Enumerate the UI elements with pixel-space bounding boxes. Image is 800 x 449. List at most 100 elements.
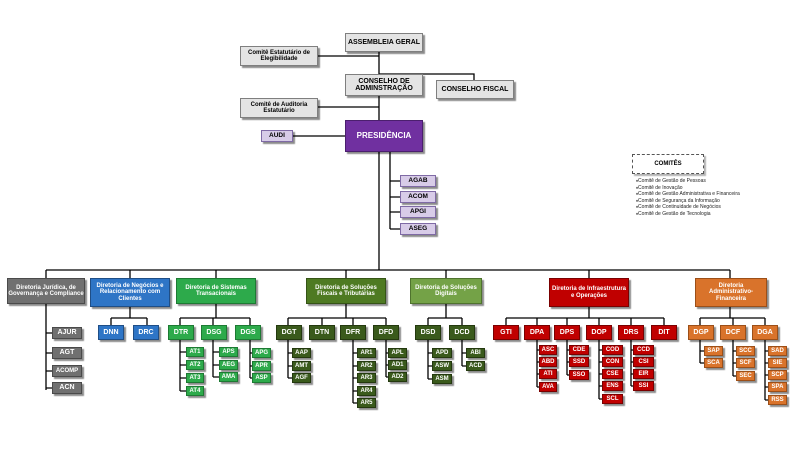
sub-cod[interactable]: COD	[602, 345, 623, 355]
sub-apd[interactable]: APD	[432, 348, 452, 358]
sub-abi[interactable]: ABI	[466, 348, 485, 358]
unit-agt[interactable]: AGT	[52, 347, 82, 359]
unit-dpa[interactable]: DPA	[524, 325, 550, 340]
unit-ajur[interactable]: AJUR	[52, 327, 82, 339]
unit-dtn[interactable]: DTN	[309, 325, 335, 340]
unit-dga[interactable]: DGA	[752, 325, 778, 340]
sub-cde[interactable]: CDE	[569, 345, 589, 355]
unit-dps[interactable]: DPS	[554, 325, 580, 340]
unit-dgt[interactable]: DGT	[276, 325, 302, 340]
sub-at3[interactable]: AT3	[186, 373, 204, 383]
connector-dpa	[536, 340, 539, 388]
connector-dps	[566, 340, 569, 376]
sub-asp[interactable]: ASP	[252, 373, 271, 383]
sub-ar1[interactable]: AR1	[357, 348, 376, 358]
unit-dfr[interactable]: DFR	[340, 325, 366, 340]
sub-sap[interactable]: SAP	[704, 346, 723, 356]
dir-fiscais[interactable]: Diretoria de Soluções Fiscais e Tributár…	[306, 278, 386, 304]
assembleia-geral[interactable]: ASSEMBLEIA GERAL	[345, 33, 423, 52]
unit-dfd[interactable]: DFD	[373, 325, 399, 340]
dir-infraestrutura[interactable]: Diretoria de Infraestrutura e Operações	[549, 278, 629, 307]
comite-elegibilidade[interactable]: Comitê Estatutário de Elegibilidade	[240, 46, 318, 66]
assessoria-acom[interactable]: ACOM	[400, 191, 436, 203]
sub-apr[interactable]: APR	[252, 361, 271, 371]
dir-sistemas[interactable]: Diretoria de Sistemas Transacionais	[176, 278, 256, 304]
sub-aeg[interactable]: AEG	[219, 360, 238, 370]
sub-sie[interactable]: SIE	[768, 358, 787, 368]
committees-list: Comitê de Gestão de Pessoas Comitê de In…	[636, 178, 756, 217]
sub-agf[interactable]: AGF	[292, 373, 311, 383]
assessoria-apgi[interactable]: APGI	[400, 206, 436, 218]
connector-sistemas	[179, 304, 251, 325]
dir-juridica[interactable]: Diretoria Jurídica, de Governança e Comp…	[7, 278, 85, 304]
sub-apg[interactable]: APG	[252, 348, 271, 358]
unit-acn[interactable]: ACN	[52, 382, 82, 394]
sub-ad1[interactable]: AD1	[388, 360, 407, 370]
sub-scf[interactable]: SCF	[736, 358, 755, 368]
sub-sad[interactable]: SAD	[768, 346, 787, 356]
unit-dit[interactable]: DIT	[651, 325, 677, 340]
sub-ar5[interactable]: AR5	[357, 398, 376, 408]
sub-aap[interactable]: AAP	[292, 348, 311, 358]
sub-ava[interactable]: AVA	[539, 382, 557, 392]
sub-at2[interactable]: AT2	[186, 360, 204, 370]
unit-dnn[interactable]: DNN	[98, 325, 124, 340]
sub-spa[interactable]: SPA	[768, 382, 787, 392]
sub-scp[interactable]: SCP	[768, 370, 787, 380]
unit-dsg[interactable]: DSG	[201, 325, 227, 340]
sub-ar4[interactable]: AR4	[357, 386, 376, 396]
unit-dcd[interactable]: DCD	[449, 325, 475, 340]
sub-rss[interactable]: RSS	[768, 395, 787, 405]
sub-amt[interactable]: AMT	[292, 361, 311, 371]
presidencia-box[interactable]: PRESIDÊNCIA	[345, 120, 423, 152]
assessoria-agab[interactable]: AGAB	[400, 175, 436, 187]
sub-asw[interactable]: ASW	[432, 361, 452, 371]
sub-con[interactable]: CON	[602, 357, 623, 367]
conselho-fiscal[interactable]: CONSELHO FISCAL	[436, 80, 514, 99]
sub-ccd[interactable]: CCD	[633, 345, 654, 355]
sub-ar2[interactable]: AR2	[357, 361, 376, 371]
sub-sec[interactable]: SEC	[736, 371, 755, 381]
sub-scl[interactable]: SCL	[602, 394, 623, 404]
unit-dgs[interactable]: DGS	[235, 325, 261, 340]
unit-drs[interactable]: DRS	[618, 325, 644, 340]
sub-acd[interactable]: ACD	[466, 361, 485, 371]
sub-ens[interactable]: ENS	[602, 381, 623, 391]
sub-abd[interactable]: ABD	[539, 357, 557, 367]
sub-scc[interactable]: SCC	[736, 346, 755, 356]
conselho-administracao[interactable]: CONSELHO DE ADMINSTRAÇÃO	[345, 74, 423, 96]
assessoria-aseg[interactable]: ASEG	[400, 223, 436, 235]
sub-cse[interactable]: CSE	[602, 369, 623, 379]
connector-dfd	[385, 340, 388, 378]
unit-dcf[interactable]: DCF	[720, 325, 746, 340]
sub-sso[interactable]: SSO	[569, 370, 589, 380]
unit-acomp[interactable]: ACOMP	[52, 365, 82, 377]
comite-auditoria[interactable]: Comitê de Auditoria Estatutário	[240, 98, 318, 118]
sub-at4[interactable]: AT4	[186, 386, 204, 396]
sub-ad2[interactable]: AD2	[388, 372, 407, 382]
unit-drc[interactable]: DRC	[133, 325, 159, 340]
unit-gti[interactable]: GTI	[493, 325, 519, 340]
dir-negocios[interactable]: Diretoria de Negócios e Relacionamento c…	[90, 278, 170, 307]
sub-at1[interactable]: AT1	[186, 347, 204, 357]
sub-ati[interactable]: ATI	[539, 369, 557, 379]
sub-ssd[interactable]: SSD	[569, 357, 589, 367]
connector-digitais	[427, 304, 463, 325]
sub-aps[interactable]: APS	[219, 347, 238, 357]
dir-administrativo[interactable]: Diretoria Administrativo-Financeira	[695, 278, 767, 307]
sub-asm[interactable]: ASM	[432, 374, 452, 384]
dir-digitais[interactable]: Diretoria de Soluções Digitais	[410, 278, 482, 304]
sub-ama[interactable]: AMA	[219, 372, 238, 382]
unit-dsd[interactable]: DSD	[415, 325, 441, 340]
sub-csi[interactable]: CSI	[633, 357, 654, 367]
unit-dtr[interactable]: DTR	[168, 325, 194, 340]
unit-dgp[interactable]: DGP	[688, 325, 714, 340]
unit-dop[interactable]: DOP	[586, 325, 612, 340]
sub-eir[interactable]: EIR	[633, 369, 654, 379]
sub-apl[interactable]: APL	[388, 348, 407, 358]
sub-ssi[interactable]: SSI	[633, 381, 654, 391]
sub-sca[interactable]: SCA	[704, 358, 723, 368]
audi-box[interactable]: AUDI	[261, 130, 293, 142]
sub-asc[interactable]: ASC	[539, 345, 557, 355]
sub-ar3[interactable]: AR3	[357, 373, 376, 383]
